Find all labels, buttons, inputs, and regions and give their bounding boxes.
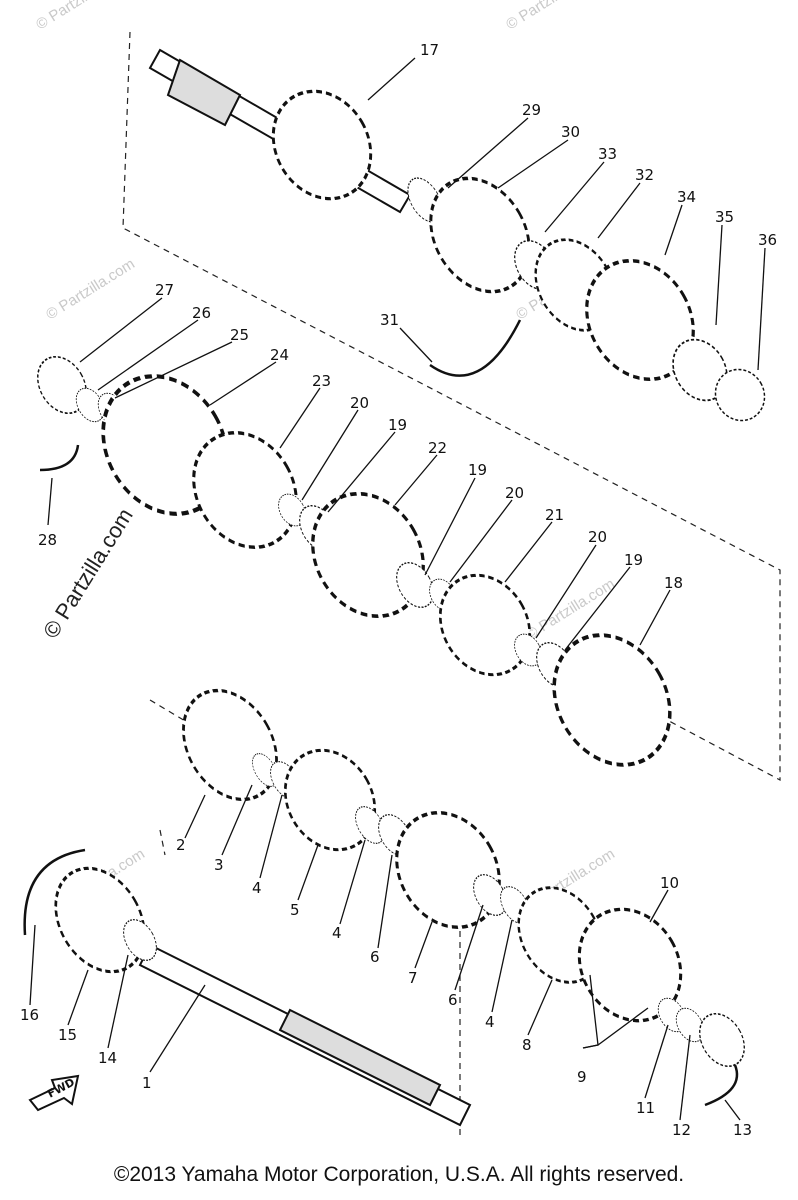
- copyright-notice: ©2013 Yamaha Motor Corporation, U.S.A. A…: [113, 1163, 685, 1186]
- callout-22: 22: [428, 439, 447, 457]
- callout-27: 27: [155, 281, 174, 299]
- watermark-faint: © Partzilla.com: [43, 255, 138, 323]
- gear-22: [289, 471, 447, 639]
- callout-20: 20: [505, 484, 524, 502]
- callout-33: 33: [598, 145, 617, 163]
- callout-31: 31: [380, 311, 399, 329]
- callout-3: 3: [214, 856, 224, 874]
- gear-5: [266, 732, 394, 868]
- callout-5: 5: [290, 901, 300, 919]
- callout-13: 13: [733, 1121, 752, 1139]
- callout-1: 1: [142, 1074, 152, 1092]
- callout-30: 30: [561, 123, 580, 141]
- callout-35: 35: [715, 208, 734, 226]
- circlip-16: [23, 848, 86, 936]
- callouts: 17 29 30 33 32 34 35 36 31 27 26 25 24 2…: [20, 41, 777, 1139]
- callout-7: 7: [408, 969, 418, 987]
- callout-12: 12: [672, 1121, 691, 1139]
- gear-2: [162, 672, 298, 818]
- callout-19: 19: [624, 551, 643, 569]
- callout-4: 4: [485, 1013, 495, 1031]
- callout-23: 23: [312, 372, 331, 390]
- callout-28: 28: [38, 531, 57, 549]
- gear-21: [421, 557, 549, 693]
- callout-6: 6: [448, 991, 458, 1009]
- callout-17: 17: [420, 41, 439, 59]
- callout-25: 25: [230, 326, 249, 344]
- callout-32: 32: [635, 166, 654, 184]
- leader-lines: [29, 57, 766, 1121]
- callout-6: 6: [370, 948, 380, 966]
- callout-20: 20: [350, 394, 369, 412]
- circlip-31: [429, 319, 522, 377]
- callout-34: 34: [677, 188, 696, 206]
- main-axle: [138, 943, 472, 1127]
- group-outlines: [122, 31, 781, 1140]
- callout-20: 20: [588, 528, 607, 546]
- gear-18: [529, 612, 695, 788]
- circlip-13: [704, 1064, 739, 1107]
- watermark-faint: © Partzilla.com: [503, 0, 598, 33]
- callout-19: 19: [468, 461, 487, 479]
- callout-19: 19: [388, 416, 407, 434]
- callout-21: 21: [545, 506, 564, 524]
- callout-36: 36: [758, 231, 777, 249]
- gear-7: [374, 792, 522, 948]
- callout-29: 29: [522, 101, 541, 119]
- callout-14: 14: [98, 1049, 117, 1067]
- callout-4: 4: [332, 924, 342, 942]
- circlip-28: [39, 444, 80, 472]
- callout-15: 15: [58, 1026, 77, 1044]
- callout-18: 18: [664, 574, 683, 592]
- bearing-30: [409, 158, 551, 312]
- callout-4: 4: [252, 879, 262, 897]
- callout-9: 9: [577, 1068, 587, 1086]
- callout-16: 16: [20, 1006, 39, 1024]
- watermark-main: © Partzilla.com: [38, 504, 138, 643]
- callout-8: 8: [522, 1036, 532, 1054]
- callout-10: 10: [660, 874, 679, 892]
- callout-24: 24: [270, 346, 289, 364]
- callout-11: 11: [636, 1099, 655, 1117]
- watermark-faint: © Partzilla.com: [33, 0, 128, 33]
- callout-26: 26: [192, 304, 211, 322]
- fwd-arrow-icon: FWD: [28, 1074, 80, 1112]
- callout-2: 2: [176, 836, 186, 854]
